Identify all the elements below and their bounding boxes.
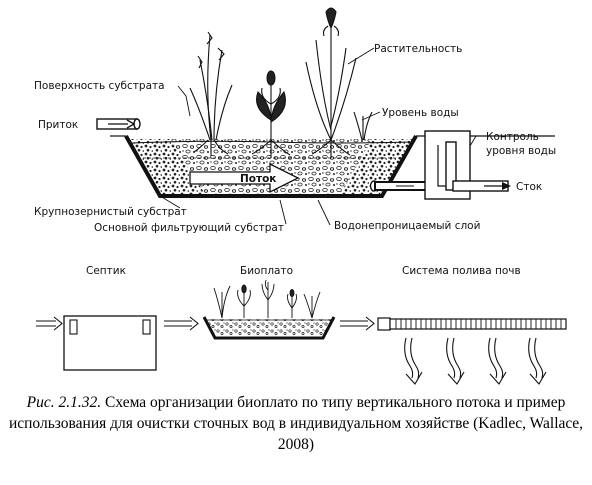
label-coarse-substrate: Крупнозернистый субстрат — [34, 206, 187, 218]
label-bioplato: Биоплато — [240, 265, 293, 277]
plant-broadleaf — [251, 70, 291, 158]
plant-tall-reed — [305, 7, 357, 158]
label-level-control-line2: уровня воды — [486, 145, 556, 157]
plant-grass-left — [189, 31, 233, 156]
outlet-pipe — [369, 180, 438, 192]
seepage-arrows — [404, 337, 547, 385]
flow-arrow — [189, 162, 300, 194]
septic-tank — [63, 315, 157, 371]
small-bioplato — [202, 279, 336, 340]
inflow-pipe — [96, 118, 141, 130]
substrate-surface-line — [131, 140, 411, 144]
household-system-scheme: Септик Биоплато Система полива почв — [36, 265, 567, 385]
figure-caption: Рис. 2.1.32. Схема организации биоплато … — [0, 392, 592, 455]
label-vegetation: Растительность — [374, 43, 462, 55]
label-main-filter-substrate: Основной фильтрующий субстрат — [94, 222, 284, 234]
bioplato-cross-section: Растительность Поверхность субстрата При… — [34, 7, 556, 234]
label-outflow: Сток — [516, 181, 542, 193]
bioplato-diagram: Растительность Поверхность субстрата При… — [34, 7, 567, 385]
irrigation-pipe — [377, 317, 567, 331]
seepage-arrow — [404, 337, 423, 385]
coarse-substrate-right — [340, 139, 414, 194]
plant-grass-right — [353, 111, 373, 141]
outflow-arrow — [484, 182, 511, 190]
water-level-control-box — [424, 130, 509, 200]
septic-to-bioplato-arrow — [164, 316, 199, 331]
label-inflow: Приток — [38, 119, 78, 131]
seepage-arrow — [528, 337, 547, 385]
label-level-control-line1: Контроль — [486, 131, 539, 143]
label-impermeable-layer: Водонепроницаемый слой — [334, 220, 480, 232]
label-septic: Септик — [86, 265, 126, 277]
label-irrigation-system: Система полива почв — [402, 265, 521, 277]
label-water-level: Уровень воды — [382, 107, 459, 119]
label-flow: Поток — [240, 173, 276, 185]
label-substrate-surface: Поверхность субстрата — [34, 80, 165, 92]
impermeable-layer — [124, 135, 418, 198]
vegetation-plants — [189, 7, 373, 158]
caption-lead: Рис. 2.1.32. — [26, 394, 102, 411]
seepage-arrow — [446, 337, 465, 385]
coarse-substrate-left — [128, 139, 205, 194]
bioplato-to-irrigation-arrow — [340, 316, 375, 331]
seepage-arrow — [488, 337, 507, 385]
caption-text: Схема организации биоплато по типу верти… — [8, 394, 584, 453]
leader-lines — [159, 47, 477, 226]
septic-input-arrow — [36, 316, 63, 331]
small-bioplato-plants — [213, 279, 321, 319]
